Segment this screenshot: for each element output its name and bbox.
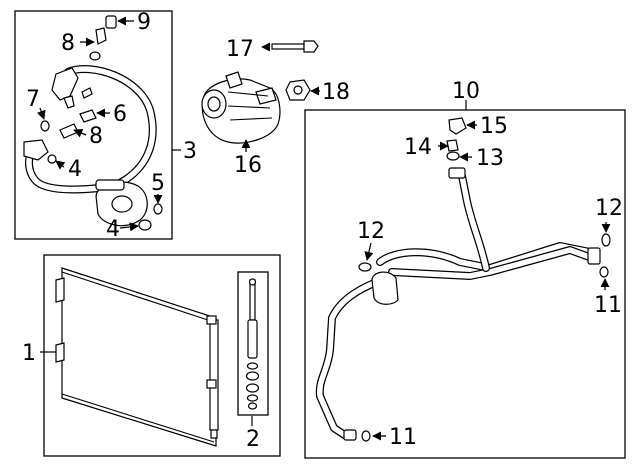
hose-assembly[interactable] xyxy=(23,15,163,231)
callout-4-lower: 4 xyxy=(106,217,120,242)
callout-3: 3 xyxy=(183,139,197,164)
callout-15: 15 xyxy=(480,114,508,139)
callout-8-lower: 8 xyxy=(89,124,103,149)
liquid-line-assembly[interactable] xyxy=(315,117,611,442)
callout-11-bottom: 11 xyxy=(389,425,417,450)
callout-12-left: 12 xyxy=(357,219,385,244)
callout-6: 6 xyxy=(113,102,127,127)
receiver-drier[interactable] xyxy=(245,278,260,410)
callout-1: 1 xyxy=(22,341,36,366)
callout-16: 16 xyxy=(234,153,262,178)
callout-12-right: 12 xyxy=(595,196,623,221)
callout-5: 5 xyxy=(151,171,165,196)
bolt[interactable] xyxy=(271,40,319,53)
callout-7: 7 xyxy=(26,87,40,112)
callout-10: 10 xyxy=(452,79,480,104)
callout-9: 9 xyxy=(137,10,151,35)
callout-14: 14 xyxy=(404,135,432,160)
callout-4-upper: 4 xyxy=(68,157,82,182)
callout-2: 2 xyxy=(246,427,260,452)
callout-18: 18 xyxy=(322,80,350,105)
condenser-group-box xyxy=(43,254,281,457)
compressor[interactable] xyxy=(201,71,281,144)
line-group-box xyxy=(304,109,626,459)
hose-group-box xyxy=(14,10,173,240)
condenser[interactable] xyxy=(55,267,219,447)
callout-11-right: 11 xyxy=(594,293,622,318)
drier-group-box xyxy=(237,271,269,416)
callout-13: 13 xyxy=(476,146,504,171)
callout-8-upper: 8 xyxy=(61,31,75,56)
nut[interactable] xyxy=(285,79,311,101)
callout-17: 17 xyxy=(226,37,254,62)
